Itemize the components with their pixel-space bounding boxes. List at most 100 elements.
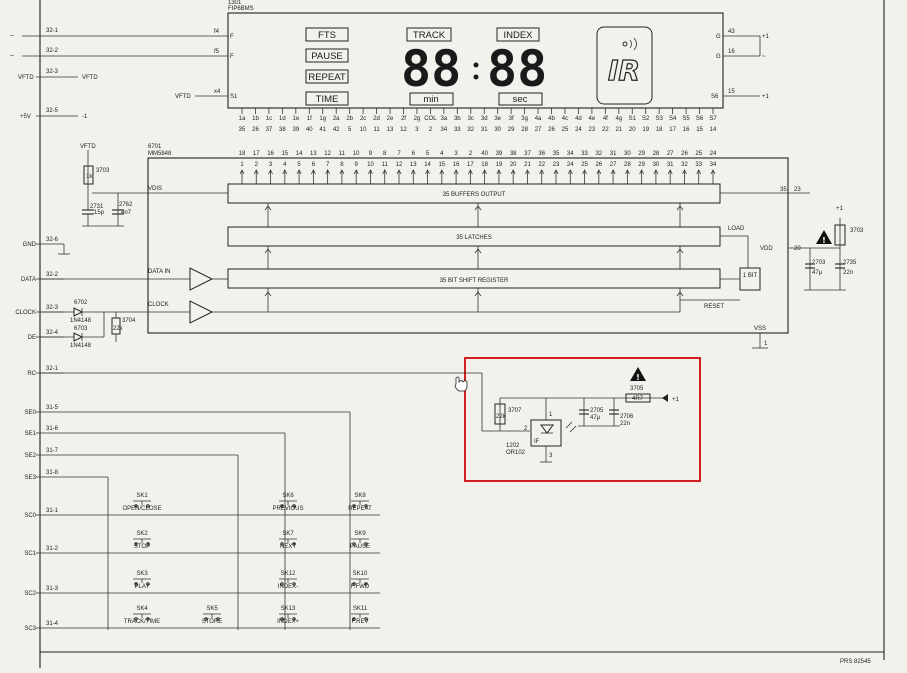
signal-pin: 32-4 — [46, 330, 59, 336]
d6702-icon — [73, 307, 84, 317]
key-ref: SK2 — [136, 531, 148, 537]
signal-pin: 32-2 — [46, 272, 59, 278]
ic-input-pin: 31 — [667, 162, 674, 168]
key-label: TRACK/TIME — [124, 619, 160, 625]
lcd-min-box — [409, 92, 454, 106]
display-segment-label: 3f — [509, 116, 514, 122]
conn-pin-32-1: 32-1 — [46, 28, 59, 34]
ic-bus-arrow-icon — [239, 169, 245, 175]
lcd-label-pause: PAUSE — [311, 51, 343, 62]
ic-output-pin: 16 — [267, 151, 274, 157]
lcd-label-track: TRACK — [413, 30, 446, 41]
ic-input-pin: 7 — [326, 162, 330, 168]
signal-name: SC1 — [24, 551, 36, 557]
key-label: INDEX- — [278, 584, 298, 590]
out-35-label: 35 — [780, 187, 787, 193]
display-segment-label: S3 — [655, 116, 663, 122]
key-contact — [364, 617, 368, 621]
ic-output-pin: 39 — [496, 151, 503, 157]
c2735-value: 22n — [843, 270, 853, 276]
key-ref: SK12 — [281, 571, 296, 577]
footer-code: PRS 82545 — [840, 659, 871, 665]
key-contact — [292, 617, 296, 621]
c2731-value: 15p — [94, 210, 105, 216]
d6702-part: 1N4148 — [70, 318, 92, 324]
r3705-value: 4R7 — [632, 396, 644, 402]
lcd-index-box — [496, 27, 540, 42]
input-wiring: 6702 1N4148 6703 1N4148 3704 22k — [40, 278, 190, 349]
key-label: PREVIOUS — [272, 506, 303, 512]
pin-num-x4: x4 — [214, 89, 221, 95]
c2735-label: 2735 — [843, 260, 857, 266]
ic-input-pin: 15 — [438, 162, 445, 168]
highlight-box — [464, 357, 701, 482]
ic-bus-arrow-icon — [525, 169, 530, 175]
r3704-ref: 3704 — [122, 318, 136, 324]
vdd-label: VDD — [760, 246, 773, 252]
key-ref: SK10 — [353, 571, 368, 577]
display-segment-pin: 28 — [521, 127, 528, 133]
ic-bus-arrow-icon — [339, 169, 345, 175]
display-segment-label: 3b — [454, 116, 461, 122]
key-contact — [352, 582, 356, 586]
display-segment-pin: 5 — [348, 127, 352, 133]
display-segment-pin: 39 — [292, 127, 299, 133]
ic-input-pin: 18 — [481, 162, 488, 168]
display-segment-pin: 32 — [467, 127, 474, 133]
key-contact — [280, 542, 284, 546]
display-segment-label: S7 — [709, 116, 717, 122]
pin-num-16: 16 — [728, 49, 735, 55]
pin-num-4: f4 — [214, 29, 220, 35]
r3705-body — [625, 393, 651, 403]
display-segment-pin: 18 — [656, 127, 663, 133]
shift-register-label: 35 BIT SHIFT REGISTER — [440, 278, 509, 284]
display-pin-row: 1a351b261c371d381e391f401g412a422b52c102… — [239, 108, 717, 133]
key-ref: SK3 — [136, 571, 148, 577]
ic-input-pin: 23 — [553, 162, 560, 168]
ic-output-pin: 29 — [638, 151, 645, 157]
ic-bus-arrow-icon — [710, 169, 716, 175]
ic-input-pin: 20 — [510, 162, 517, 168]
key-label: NEXT — [280, 544, 296, 550]
r3705-ref: 3705 — [630, 386, 644, 392]
key-label: INDEX+ — [277, 619, 299, 625]
ic-stage-arrow-icon — [474, 205, 482, 211]
signal-lines: GND32-6DATA32-2CLOCK32-3DE32-4RC32-1SE03… — [15, 237, 350, 632]
r3707-body — [494, 403, 506, 425]
ic-bus-arrow-icon — [253, 169, 259, 175]
display-segment-label: 2e — [387, 116, 394, 122]
key-contact — [352, 617, 356, 621]
signal-name: RC — [27, 371, 36, 377]
ic-bus-arrow-icon — [625, 169, 630, 175]
warning-icon-right — [816, 230, 832, 244]
ic-input-pin: 27 — [610, 162, 617, 168]
one-bit-label: 1 BIT — [743, 273, 758, 279]
display-segment-pin: 41 — [319, 127, 326, 133]
display-segment-label: 4a — [535, 116, 542, 122]
key-contact — [134, 504, 138, 508]
ic-stage-arrow-icon — [264, 248, 272, 254]
ic-input-pin: 26 — [595, 162, 602, 168]
hand-cursor-icon — [454, 376, 468, 392]
tilde-sym-2: ~ — [10, 53, 14, 60]
key-contact — [292, 504, 296, 508]
display-segment-label: 3e — [494, 116, 501, 122]
ic-bus-arrow-icon — [439, 169, 445, 175]
ic-output-pin: 37 — [524, 151, 531, 157]
signal-waves-icon — [629, 37, 637, 51]
ic-input-pin: 9 — [355, 162, 359, 168]
pin-s1: S1 — [230, 94, 238, 100]
ic-output-pin: 6 — [412, 151, 416, 157]
pin-num-43: 43 — [728, 29, 735, 35]
resistor-right — [834, 224, 846, 246]
display-segment-label: 1c — [266, 116, 272, 122]
key-label: PAUSE — [350, 544, 370, 550]
ic-output-pin: 30 — [624, 151, 631, 157]
ic-bus-arrow-icon — [596, 169, 602, 175]
display-segment-label: 2b — [346, 116, 353, 122]
r3703-ref: 3703 — [96, 168, 110, 174]
c2706-value: 22n — [620, 421, 630, 427]
lcd-button-time — [305, 91, 349, 106]
